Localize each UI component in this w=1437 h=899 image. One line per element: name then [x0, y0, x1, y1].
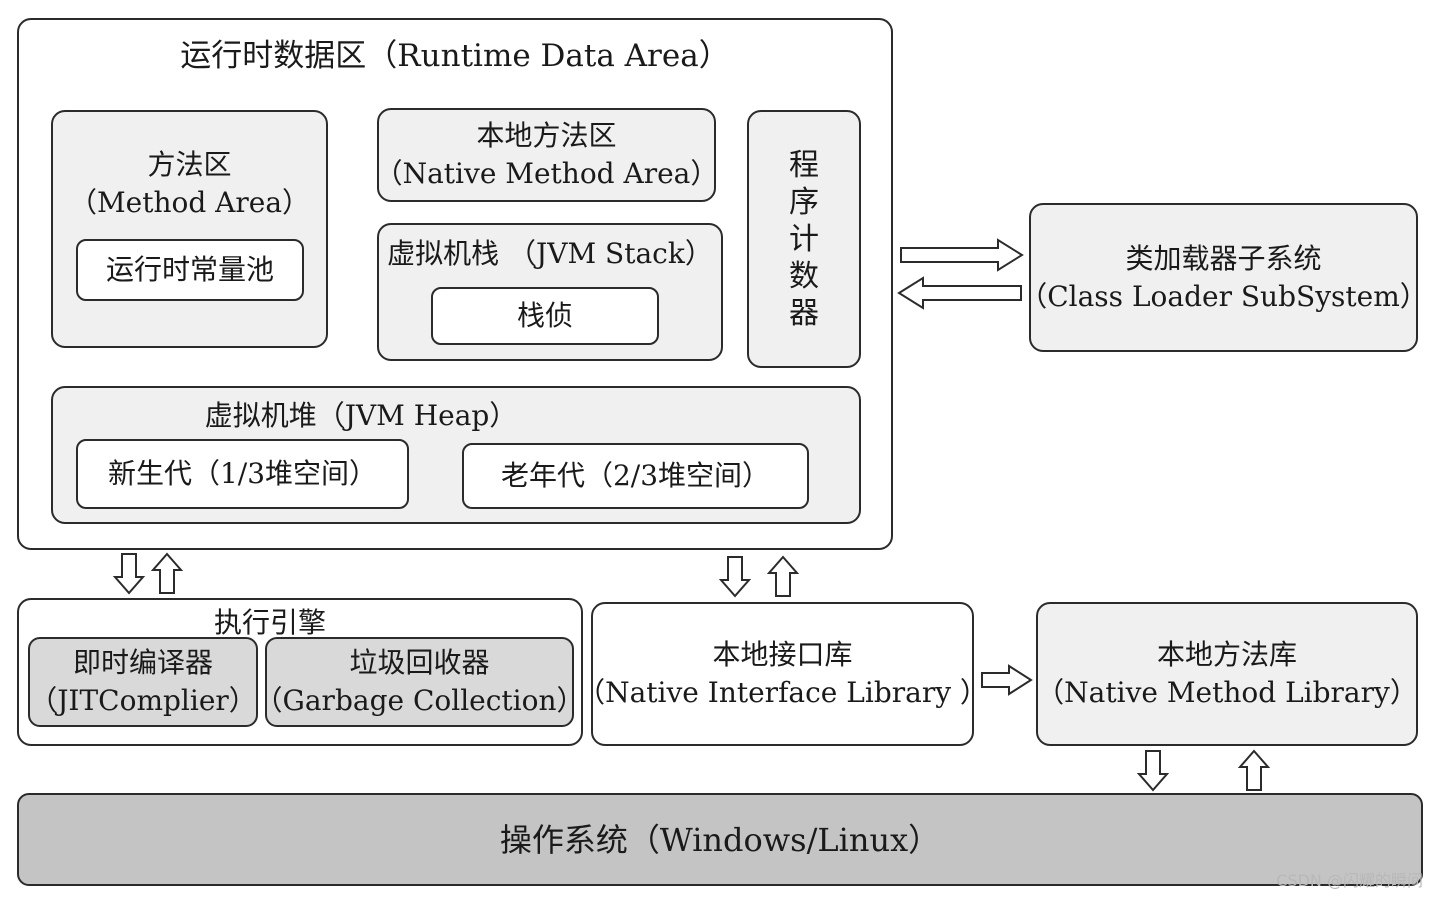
native-method-area-line1: 本地方法区 — [476, 119, 617, 152]
native-interface-line1: 本地接口库 — [712, 638, 853, 671]
native-interface-line2: （Native Interface Library ） — [577, 676, 988, 709]
native-method-area: 本地方法区 （Native Method Area） — [374, 108, 719, 202]
stack-frame: 栈侦 — [431, 287, 659, 345]
jvm-heap-title: 虚拟机堆（JVM Heap） — [204, 399, 518, 432]
garbage-collector: 垃圾回收器 （Garbage Collection） — [255, 637, 585, 727]
young-generation: 新生代（1/3堆空间） — [76, 439, 409, 509]
jvm-stack-title: 虚拟机栈 （JVM Stack） — [387, 237, 713, 270]
old-generation: 老年代（2/3堆空间） — [462, 443, 809, 509]
arrow-right-icon — [981, 664, 1033, 696]
native-method-library: 本地方法库 （Native Method Library） — [1036, 602, 1418, 746]
program-counter-char-4: 数 — [789, 258, 819, 294]
runtime-constant-pool-label: 运行时常量池 — [105, 253, 274, 286]
class-loader-subsystem: 类加载器子系统 （Class Loader SubSystem） — [1019, 203, 1428, 352]
garbage-collector-line1: 垃圾回收器 — [349, 646, 490, 679]
arrow-left-icon — [897, 276, 1022, 310]
class-loader-line2: （Class Loader SubSystem） — [1019, 279, 1428, 313]
old-generation-label: 老年代（2/3堆空间） — [500, 459, 771, 492]
arrow-right-icon — [900, 238, 1024, 272]
method-area — [51, 110, 328, 348]
arrow-down-icon — [1136, 750, 1170, 792]
native-method-area-line2: （Native Method Area） — [374, 157, 719, 190]
operating-system-label: 操作系统（Windows/Linux） — [499, 820, 941, 859]
watermark: CSDN @闪耀的瞬间 — [1276, 871, 1423, 890]
young-generation-label: 新生代（1/3堆空间） — [107, 457, 378, 490]
arrow-up-icon — [1237, 749, 1271, 791]
native-method-library-line1: 本地方法库 — [1156, 638, 1297, 671]
jit-compiler-line1: 即时编译器 — [72, 646, 213, 679]
method-area-line1: 方法区 — [147, 148, 232, 181]
runtime-constant-pool: 运行时常量池 — [76, 239, 304, 301]
class-loader-line1: 类加载器子系统 — [1125, 241, 1322, 275]
runtime-data-area-title: 运行时数据区（Runtime Data Area） — [180, 38, 730, 74]
program-counter-char-5: 器 — [789, 295, 819, 331]
native-interface-library: 本地接口库 （Native Interface Library ） — [577, 602, 988, 746]
program-counter-char-3: 计 — [789, 221, 819, 257]
method-area-line2: （Method Area） — [68, 186, 311, 219]
arrow-down-icon — [112, 553, 146, 595]
jit-compiler-line2: （JITComplier） — [29, 684, 257, 717]
execution-engine-title: 执行引擎 — [213, 606, 326, 639]
program-counter-char-2: 序 — [789, 184, 819, 220]
stack-frame-label: 栈侦 — [516, 299, 573, 332]
arrow-up-icon — [766, 555, 800, 597]
operating-system: 操作系统（Windows/Linux） — [17, 793, 1423, 886]
program-counter-char-1: 程 — [789, 147, 819, 183]
program-counter: 程 序 计 数 器 — [747, 110, 861, 368]
arrow-down-icon — [718, 556, 752, 598]
method-area-label: 方法区 （Method Area） — [51, 146, 328, 222]
garbage-collector-line2: （Garbage Collection） — [254, 684, 585, 717]
native-method-library-line2: （Native Method Library） — [1036, 676, 1418, 709]
arrow-up-icon — [150, 552, 184, 594]
jit-compiler: 即时编译器 （JITComplier） — [28, 637, 258, 727]
